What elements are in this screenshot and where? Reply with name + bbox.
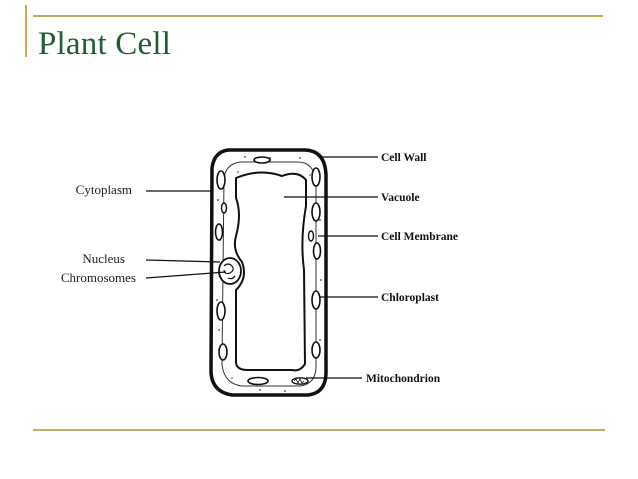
left-rule [25, 5, 27, 57]
label-cell-wall: Cell Wall [381, 152, 426, 164]
label-cytoplasm: Cytoplasm [76, 182, 132, 197]
label-chromosomes: Chromosomes [61, 270, 136, 285]
mitochondria-cristae [293, 378, 305, 384]
label-vacuole: Vacuole [381, 192, 420, 204]
label-cell-membrane: Cell Membrane [381, 231, 458, 243]
nucleus [218, 257, 242, 285]
cytoplasm-speckles [216, 156, 322, 392]
chromosomes [223, 263, 236, 280]
slide-title: Plant Cell [38, 26, 172, 62]
top-rule [33, 15, 603, 17]
chloroplasts [214, 156, 322, 386]
vacuole [233, 171, 307, 372]
leader-chromosomes [145, 271, 227, 279]
label-mitochondrion: Mitochondrion [366, 373, 441, 385]
label-nucleus: Nucleus [82, 251, 125, 266]
label-chloroplast: Chloroplast [381, 292, 439, 304]
leader-nucleus [145, 259, 221, 263]
cell-wall-outer [209, 148, 328, 397]
bottom-rule [33, 429, 605, 431]
